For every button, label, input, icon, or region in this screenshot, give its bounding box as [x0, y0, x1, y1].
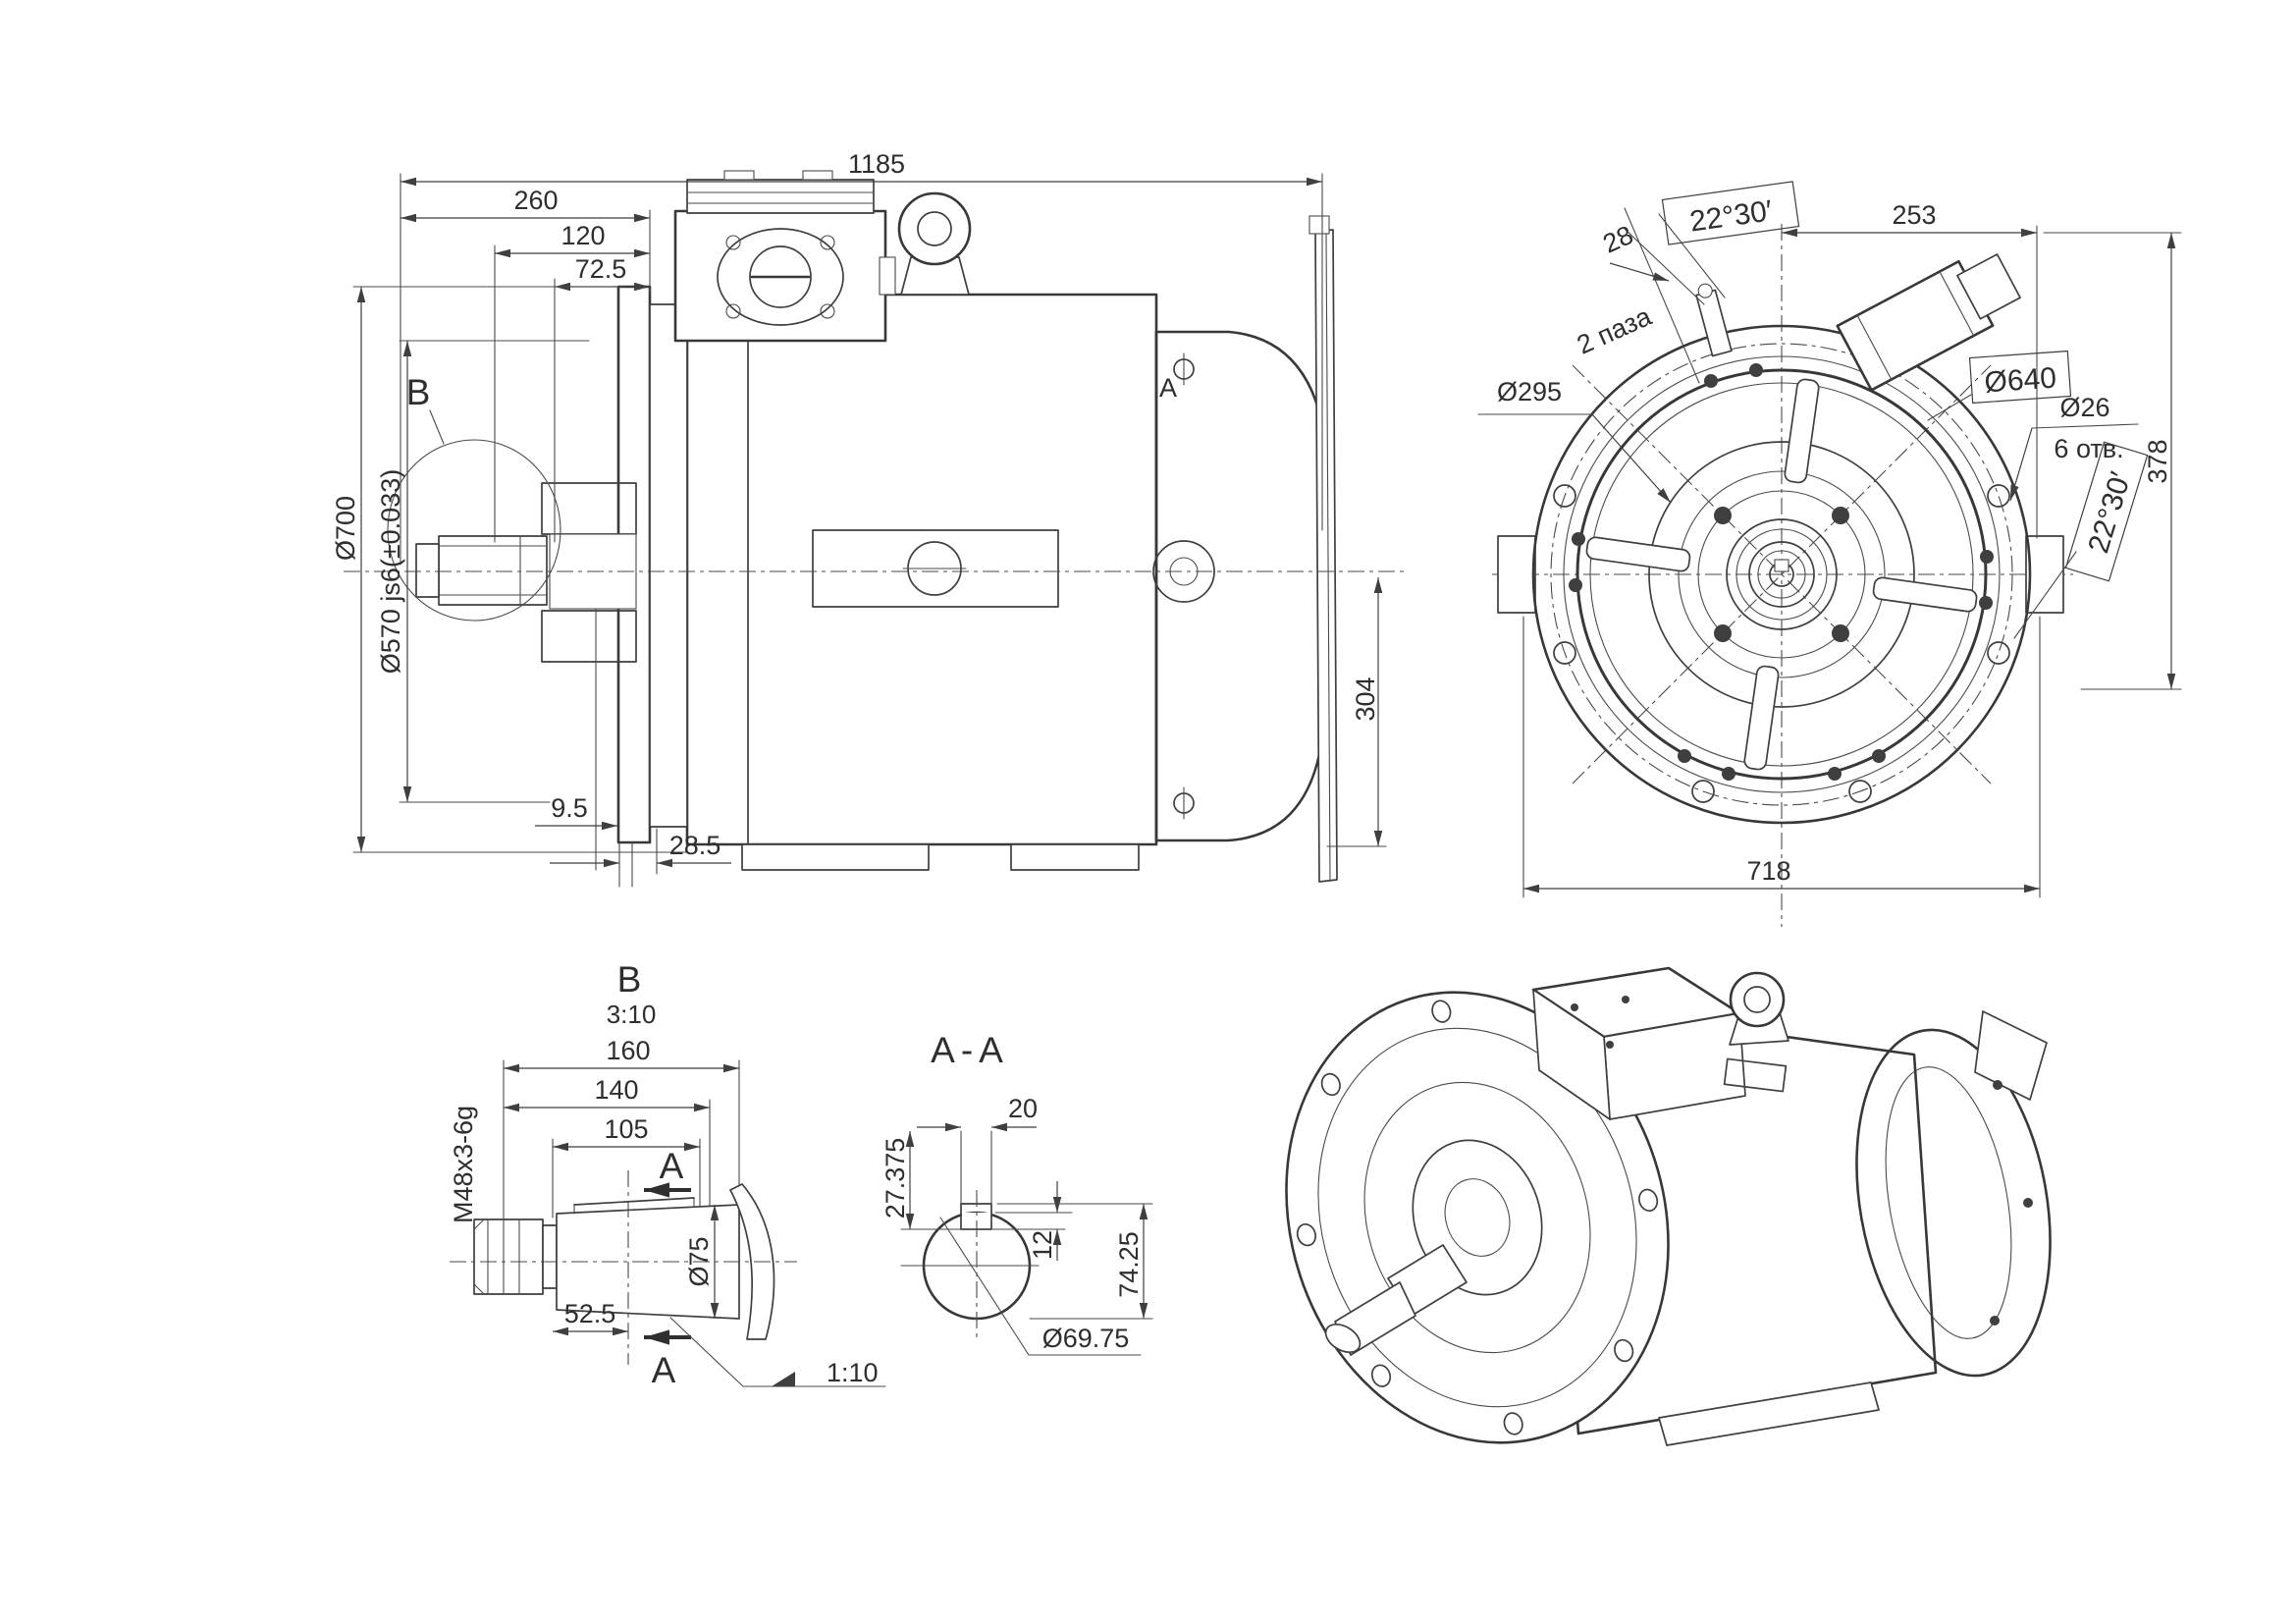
dim-angle-side: 22°30′	[2082, 468, 2137, 558]
dim-120: 120	[561, 221, 605, 250]
slot-stud	[1695, 283, 1733, 357]
note-2-slots: 2 паза	[1573, 301, 1656, 360]
shaft-stub	[438, 535, 548, 606]
threaded-end	[473, 1218, 544, 1295]
dim-74-25: 74.25	[1114, 1231, 1144, 1298]
dim-length-total: 1185	[848, 149, 905, 179]
dim-dia-700: Ø700	[331, 496, 360, 561]
flange-hub-plate	[649, 303, 688, 828]
detail-b-scale: 3:10	[607, 1000, 657, 1029]
terminal-box-lid	[686, 179, 875, 214]
shield-screws	[1569, 363, 1994, 781]
face-mark-a: A	[1159, 373, 1177, 403]
angle-callout-top: 22°30′	[1661, 181, 1800, 245]
dim-27-375: 27.375	[881, 1138, 910, 1219]
detail-b-mark: B	[406, 372, 431, 412]
dim-dia-295: Ø295	[1497, 377, 1562, 406]
dim-dia-26: Ø26	[2059, 393, 2109, 422]
section-aa-title: A-A	[931, 1030, 1009, 1070]
iso-terminal-box-front	[1532, 989, 1611, 1120]
foot-rear	[1010, 843, 1140, 871]
section-aa-view: A-A 20 27.375 12 74.25 Ø69.75	[881, 1030, 1153, 1356]
iso-rear-fin	[1974, 1010, 2048, 1101]
flange-holes	[1553, 484, 2010, 803]
terminal-box-front	[1836, 253, 2021, 392]
bearing-cap-lower	[541, 610, 637, 663]
shaft-neck	[542, 1224, 558, 1289]
dim-105: 105	[604, 1114, 648, 1144]
side-view: B A 1185 260 120 72.5 Ø700 Ø570 js6(±0.0…	[331, 149, 1408, 888]
section-mark-top: A	[660, 1146, 684, 1186]
isometric-view	[1285, 966, 2052, 1446]
dim-28-5: 28.5	[669, 831, 721, 860]
front-view: 22°30′ 253 28 2 паза Ø295 Ø640 Ø26 6 отв…	[1477, 181, 2182, 927]
rear-plate	[1314, 229, 1338, 883]
dim-72-5: 72.5	[575, 254, 627, 284]
dim-260: 260	[513, 186, 558, 215]
dim-dia-640: Ø640	[1983, 361, 2057, 399]
section-mark-bottom: A	[652, 1350, 676, 1390]
key-top-edge	[573, 1197, 695, 1206]
dim-9-5: 9.5	[551, 793, 588, 823]
dim-dia-69-75: Ø69.75	[1042, 1324, 1130, 1353]
dim-thread: M48x3-6g	[449, 1106, 478, 1223]
iso-foot	[1658, 1381, 1880, 1446]
gland-flange	[717, 228, 844, 326]
taper-symbol-icon	[772, 1372, 795, 1386]
note-6-holes: 6 отв.	[2054, 434, 2123, 463]
flange-outer-circle	[1531, 324, 2032, 825]
detail-b-title: B	[617, 959, 642, 1000]
dim-160: 160	[606, 1036, 650, 1065]
foot-front	[741, 843, 930, 871]
tab-right	[2025, 535, 2064, 614]
dim-12: 12	[1028, 1230, 1057, 1260]
dim-253: 253	[1892, 200, 1936, 230]
shaft-end	[415, 543, 440, 598]
detail-b-circle	[387, 439, 561, 622]
dim-dia-570: Ø570 js6(±0.033)	[376, 469, 405, 674]
dim-52-5: 52.5	[564, 1299, 616, 1328]
end-shield-ribs	[1585, 378, 1978, 771]
eye-base	[900, 256, 970, 296]
iso-lifting-eye-icon	[1729, 971, 1786, 1028]
detail-b-view: B 3:10 160 140 105 Ø75 M48x3-6g	[449, 959, 886, 1390]
dim-20: 20	[1008, 1094, 1038, 1123]
iso-rear-shield	[1855, 1028, 2052, 1378]
dia-640-callout: Ø640	[1968, 350, 2072, 405]
flange-wedge	[729, 1183, 775, 1340]
dim-378: 378	[2143, 439, 2172, 483]
bolt-circle	[1550, 343, 2013, 806]
iso-nameplate	[1723, 1057, 1788, 1093]
dim-304: 304	[1351, 677, 1380, 721]
tab-left	[1497, 535, 1536, 614]
dim-718: 718	[1746, 856, 1790, 886]
lifting-eye-icon	[897, 191, 972, 266]
dim-taper: 1:10	[827, 1358, 879, 1387]
rear-end-shield	[1154, 330, 1327, 842]
gland-plug	[749, 245, 812, 308]
dim-140: 140	[594, 1075, 638, 1105]
